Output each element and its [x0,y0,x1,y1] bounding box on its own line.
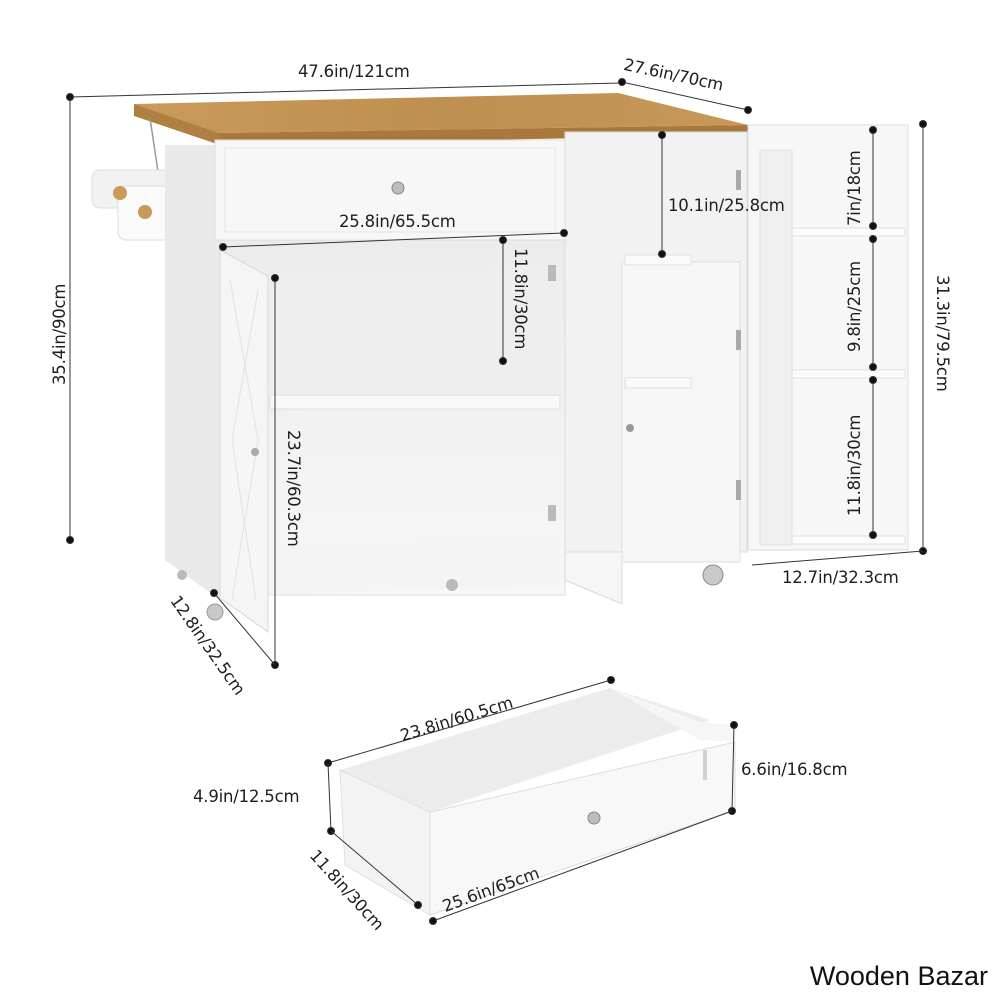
cabinet-interior-height-label: 23.7in/60.3cm [284,430,303,547]
left-cabinet-door [219,249,269,633]
brand-watermark: Wooden Bazar [809,961,988,991]
casters [177,564,724,621]
dimension-lines [66,78,927,925]
overall-height-label: 35.4in/90cm [50,283,69,385]
top-drawer [214,139,566,241]
side-unit-height-label: 31.3in/79.5cm [933,275,952,392]
side-cabinet [621,261,741,563]
drawer-opening-width-label: 25.8in/65.5cm [339,212,456,231]
wood-countertop [134,93,748,133]
spice-rack-middle-label: 9.8in/25cm [845,261,864,352]
drawer-back-height-label: 4.9in/12.5cm [193,787,300,806]
overall-width-label: 47.6in/121cm [298,62,410,81]
detached-drawer [339,688,736,916]
spice-rack-bottom-label: 11.8in/30cm [845,414,864,516]
kitchen-island [91,93,909,633]
drawer-front-height-label: 6.6in/16.8cm [741,760,848,779]
drawer-knob [587,811,601,825]
side-unit-width-label: 12.7in/32.3cm [782,568,899,587]
spice-rack-top-label: 7in/18cm [845,150,864,226]
drawer-knob [391,181,405,195]
side-upper-label: 10.1in/25.8cm [668,196,785,215]
upper-shelf-clearance-label: 11.8in/30cm [511,248,530,350]
